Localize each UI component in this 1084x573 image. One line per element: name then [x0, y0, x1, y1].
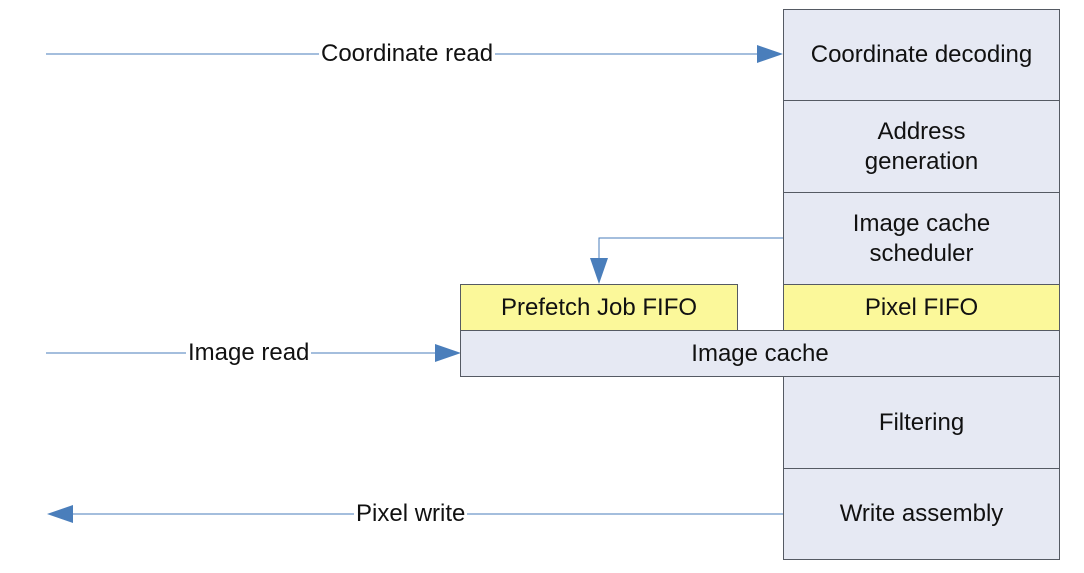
filtering-label: Filtering: [878, 408, 965, 436]
address-generation-label: Address generation: [864, 117, 979, 175]
pixel-write-label: Pixel write: [354, 500, 468, 528]
image-read-label: Image read: [186, 339, 312, 367]
image-cache-scheduler-block: Image cache scheduler: [783, 192, 1060, 285]
filtering-block: Filtering: [783, 376, 1060, 469]
coordinate-read-arrowhead: [757, 45, 783, 63]
write-assembly-block: Write assembly: [783, 468, 1060, 560]
coordinate-decoding-block: Coordinate decoding: [783, 9, 1060, 101]
image-cache-block: Image cache: [460, 330, 1060, 377]
pixel-fifo-block: Pixel FIFO: [783, 284, 1060, 331]
prefetch-job-fifo-block: Prefetch Job FIFO: [460, 284, 738, 331]
scheduler-to-prefetch-line: [598, 237, 783, 262]
coordinate-decoding-label: Coordinate decoding: [810, 41, 1033, 68]
image-cache-label: Image cache: [691, 339, 829, 367]
image-cache-scheduler-label: Image cache scheduler: [852, 209, 991, 267]
pixel-write-arrowhead: [47, 505, 73, 523]
scheduler-to-prefetch-arrowhead: [590, 258, 608, 284]
address-generation-block: Address generation: [783, 100, 1060, 193]
write-assembly-label: Write assembly: [839, 500, 1004, 527]
pixel-fifo-label: Pixel FIFO: [864, 293, 979, 321]
prefetch-job-fifo-label: Prefetch Job FIFO: [500, 293, 698, 321]
image-read-arrowhead: [435, 344, 461, 362]
coordinate-read-label: Coordinate read: [319, 40, 496, 68]
